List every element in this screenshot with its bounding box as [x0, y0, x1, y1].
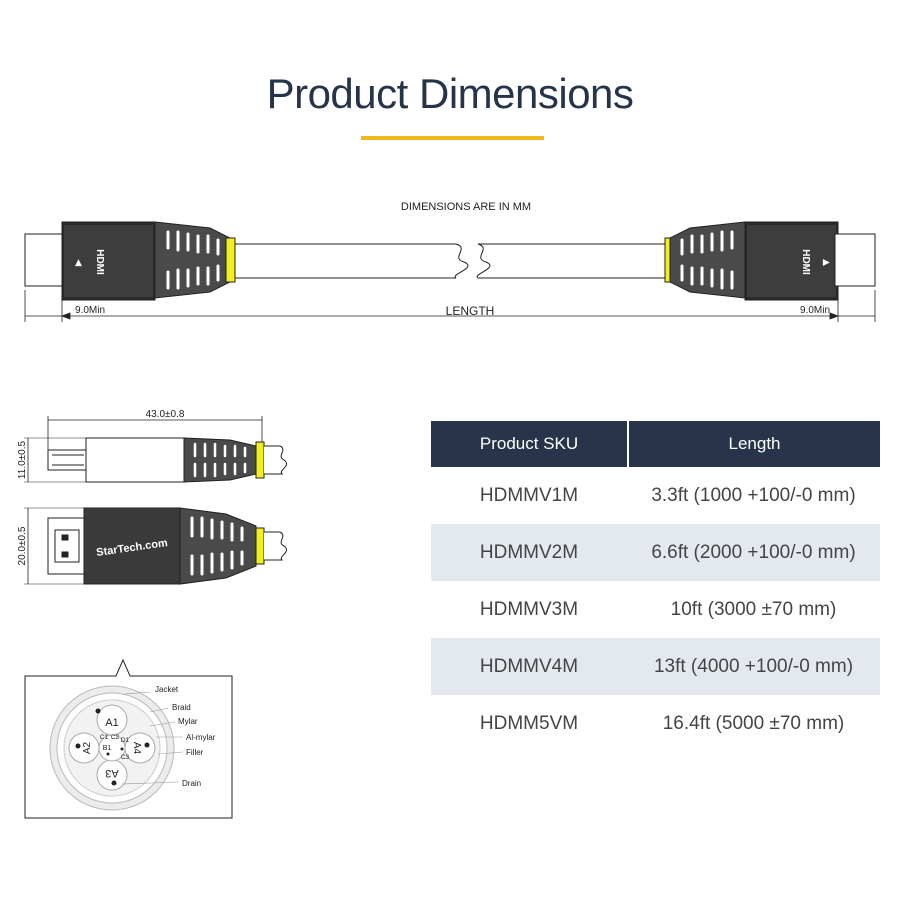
table-row: HDMMV2M 6.6ft (2000 +100/-0 mm) [431, 524, 880, 581]
row-length: 10ft (3000 ±70 mm) [670, 598, 837, 620]
row-length: 13ft (4000 +100/-0 mm) [653, 655, 854, 677]
core-b1: B1 [103, 745, 112, 752]
right-arrow-icon: ▲ [821, 259, 831, 266]
page-title: Product Dimensions [266, 70, 634, 117]
core-c3: C3 [121, 754, 130, 761]
row-length: 16.4ft (5000 ±70 mm) [662, 712, 845, 734]
left-hdmi-logo: HDMI [94, 249, 105, 275]
row-sku: HDMMV4M [479, 655, 579, 677]
row-length: 3.3ft (1000 +100/-0 mm) [651, 484, 856, 506]
height-side-label: 11.0±0.5 [17, 441, 28, 480]
row-sku: HDMMV1M [479, 484, 579, 506]
left-arrow-icon: ▲ [75, 258, 82, 268]
row-sku: HDMM5VM [479, 712, 579, 734]
label-jacket: Jacket [155, 685, 179, 694]
left-min-label: 9.0Min [75, 305, 105, 316]
right-plug-tip [834, 233, 876, 287]
table-row: HDMMV1M 3.3ft (1000 +100/-0 mm) [431, 467, 880, 524]
row-sku: HDMMV2M [479, 541, 579, 563]
core-d1: D1 [121, 737, 130, 744]
cross-section [24, 658, 233, 819]
title-underline [361, 136, 544, 140]
length-dim-label: 43.0±0.8 [146, 409, 185, 420]
length-label: LENGTH [446, 304, 495, 318]
header-length: Length [728, 434, 781, 453]
connector-top-view [24, 507, 287, 585]
cable-body [235, 243, 665, 279]
label-filler: Filler [186, 748, 204, 757]
pair-a4: A4 [131, 742, 142, 755]
left-strain-relief [154, 221, 231, 299]
connector-side-view [24, 416, 287, 483]
label-al-mylar: Al-mylar [186, 733, 216, 742]
right-connector: HDMI ▲ [664, 221, 876, 301]
core-c1: C1 [100, 734, 109, 741]
label-braid: Braid [172, 703, 191, 712]
label-drain: Drain [182, 779, 201, 788]
table-row: HDMM5VM 16.4ft (5000 ±70 mm) [431, 695, 880, 752]
pair-a3: A3 [105, 767, 118, 779]
pair-a1: A1 [105, 717, 118, 729]
label-mylar: Mylar [178, 717, 198, 726]
sku-length-table: Product SKU Length HDMMV1M 3.3ft (1000 +… [431, 421, 880, 752]
table-row: HDMMV4M 13ft (4000 +100/-0 mm) [431, 638, 880, 695]
length-dimension [24, 290, 876, 322]
table-header: Product SKU Length [431, 421, 880, 467]
pair-a2: A2 [82, 741, 93, 754]
left-connector: ▲ HDMI [24, 221, 236, 301]
header-product-sku: Product SKU [431, 421, 629, 467]
right-min-label: 9.0Min [800, 305, 830, 316]
row-length: 6.6ft (2000 +100/-0 mm) [651, 541, 856, 563]
left-yellow-band [225, 237, 236, 283]
left-plug-tip [24, 233, 66, 287]
row-sku: HDMMV3M [479, 598, 579, 620]
dimensions-note: DIMENSIONS ARE IN MM [401, 201, 531, 213]
right-hdmi-logo: HDMI [800, 249, 811, 275]
right-strain-relief [669, 221, 746, 299]
height-top-label: 20.0±0.5 [17, 526, 28, 565]
table-row: HDMMV3M 10ft (3000 ±70 mm) [431, 581, 880, 638]
core-c2: C2 [111, 734, 120, 741]
